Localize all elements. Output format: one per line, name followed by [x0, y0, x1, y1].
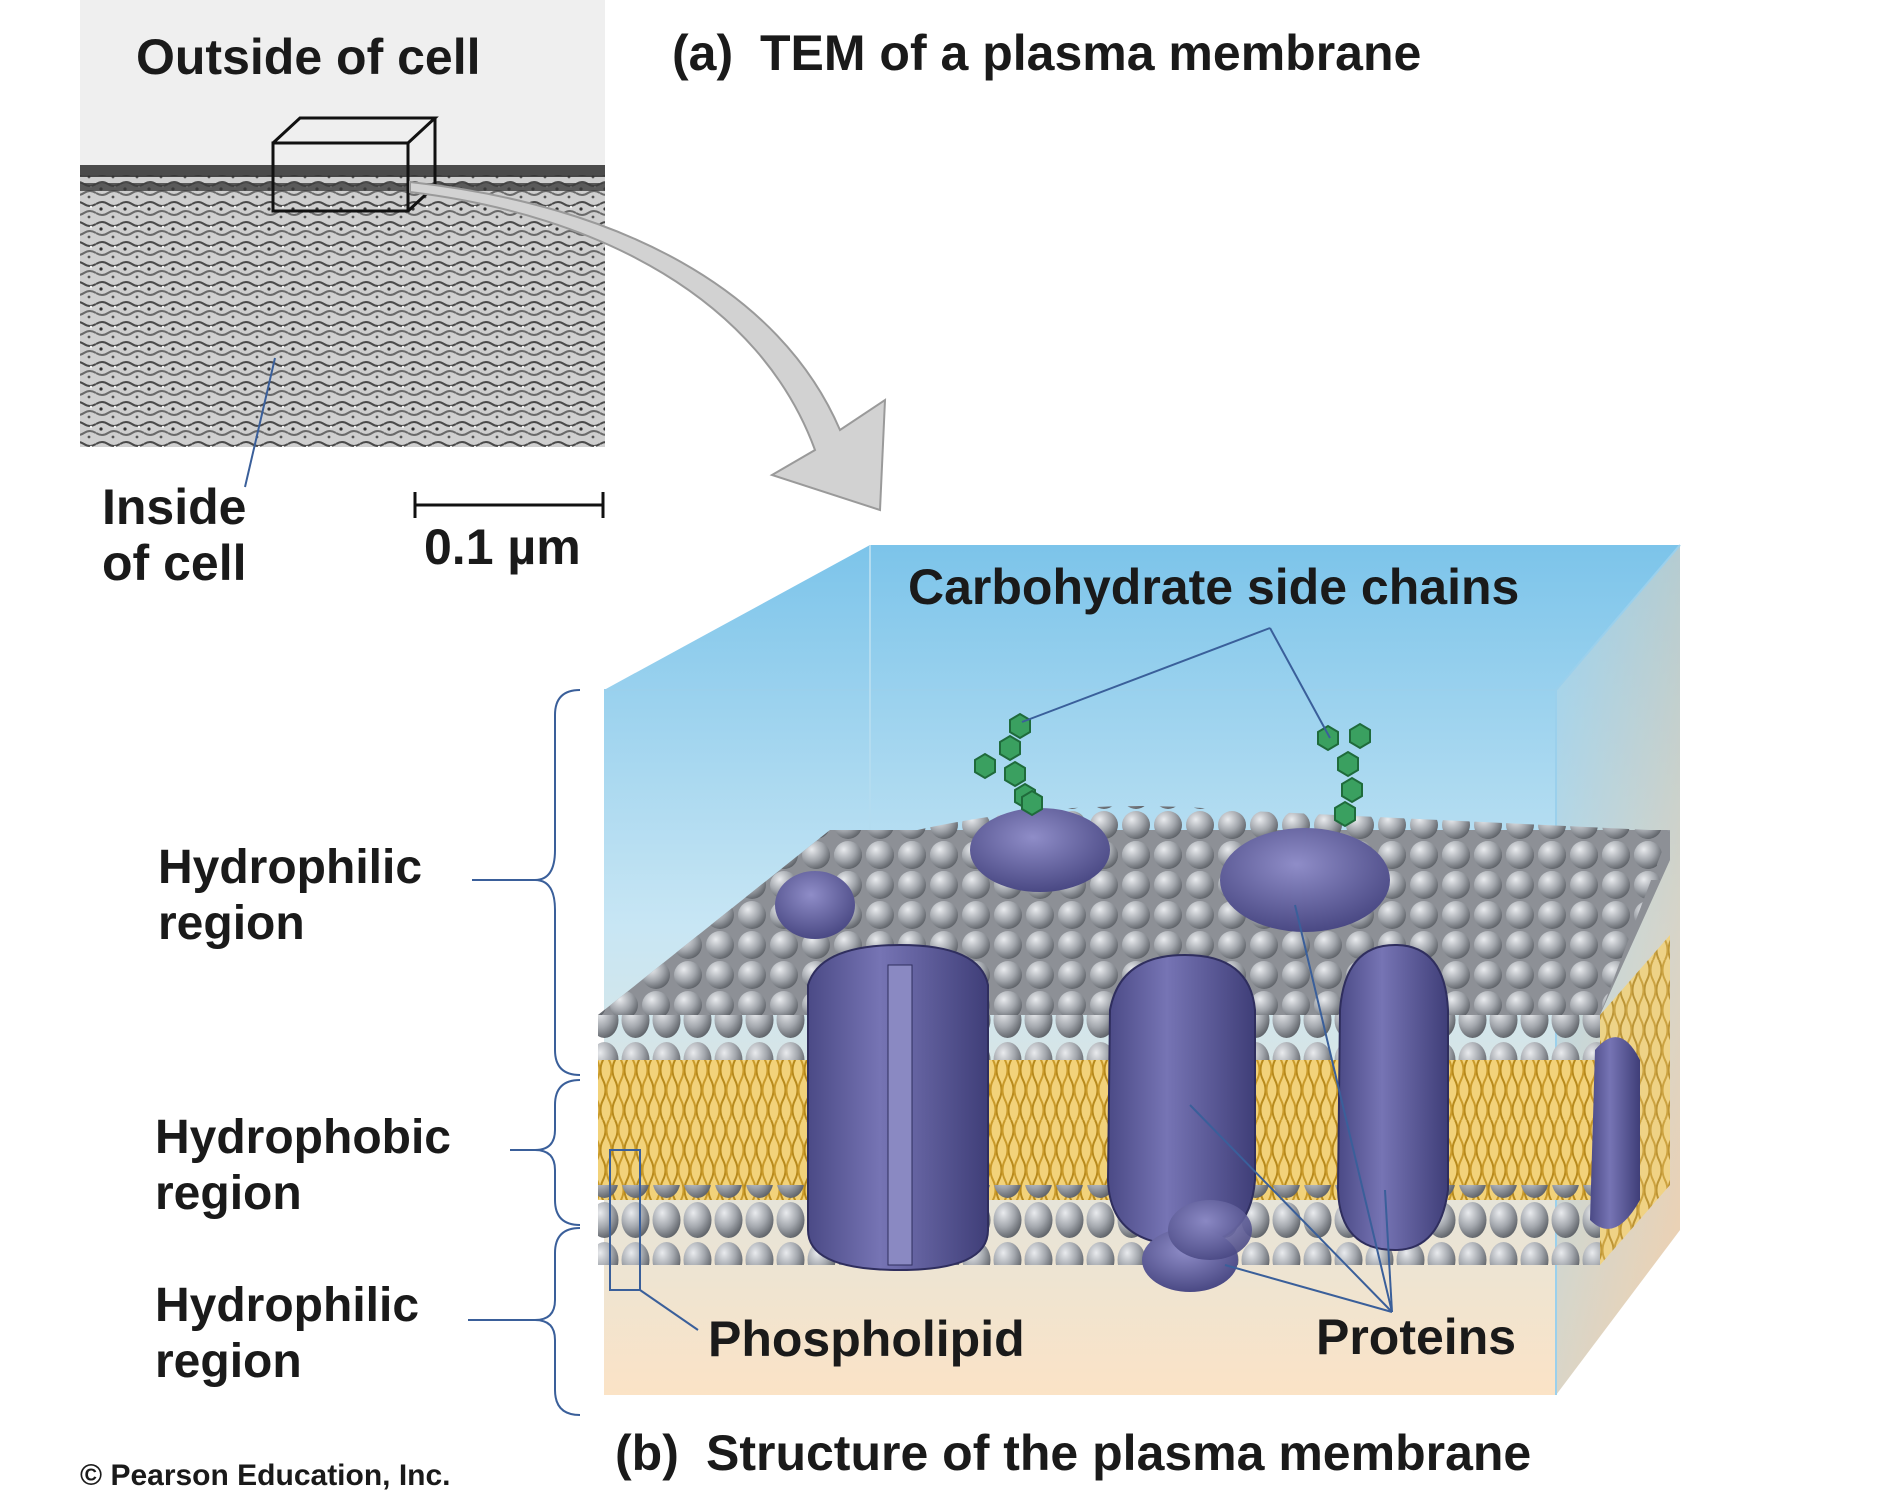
panel-a-letter: (a)	[672, 25, 734, 81]
phospholipid-label: Phospholipid	[708, 1311, 1025, 1367]
carbohydrate-side-chains-label: Carbohydrate side chains	[908, 559, 1520, 615]
outside-of-cell-label: Outside of cell	[136, 29, 481, 85]
transmembrane-protein-center	[1106, 953, 1256, 1292]
hydrophilic-region-bottom-line2: region	[155, 1335, 302, 1388]
carbohydrate-chain-right	[1317, 722, 1371, 828]
panel-b-title: Structure of the plasma membrane	[706, 1425, 1532, 1481]
panel-a-title: TEM of a plasma membrane	[760, 25, 1422, 81]
edge-protein	[1590, 1037, 1640, 1229]
inside-of-cell-label-line1: Inside	[102, 479, 247, 535]
zoom-arrow	[409, 180, 887, 512]
channel-protein	[807, 943, 989, 1272]
panel-b-letter: (b)	[615, 1425, 679, 1481]
leader-lines	[609, 627, 1393, 1331]
hydrophilic-region-bottom-line1: Hydrophilic	[155, 1279, 420, 1332]
inside-of-cell-label-line2: of cell	[102, 535, 247, 591]
tem-image	[80, 0, 605, 447]
transmembrane-protein-right	[1336, 943, 1449, 1252]
carbohydrate-chain-left	[974, 712, 1043, 817]
region-brackets	[468, 689, 581, 1416]
scale-bar-label: 0.1 µm	[424, 519, 581, 575]
hydrophobic-region-line2: region	[155, 1167, 302, 1220]
inside-leader-line	[244, 357, 276, 488]
hydrophobic-region-line1: Hydrophobic	[155, 1111, 451, 1164]
proteins-label: Proteins	[1316, 1309, 1517, 1365]
hydrophilic-region-top-line1: Hydrophilic	[158, 841, 423, 894]
peripheral-proteins	[775, 808, 1390, 939]
copyright-text: © Pearson Education, Inc.	[80, 1459, 451, 1492]
scale-bar	[413, 492, 605, 518]
hydrophilic-region-top-line2: region	[158, 897, 305, 950]
